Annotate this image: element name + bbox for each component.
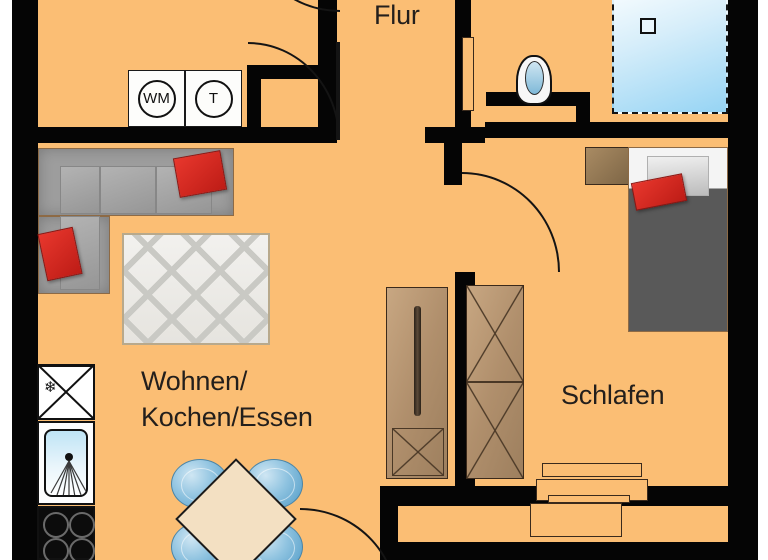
refrigerator[interactable]: ❄ xyxy=(37,364,95,420)
room-label-flur: Flur xyxy=(374,0,420,30)
shower-tray[interactable] xyxy=(612,0,728,114)
desk-top[interactable] xyxy=(542,463,642,477)
stove-burner-1 xyxy=(43,512,69,538)
washing-machine[interactable]: WM xyxy=(128,70,185,127)
dryer[interactable]: T xyxy=(185,70,242,127)
living-room-rug xyxy=(122,233,270,345)
faucet-spray-icon xyxy=(50,452,86,496)
stove-burner-2 xyxy=(69,512,95,538)
nightstand[interactable] xyxy=(585,147,629,185)
sofa-cushion-2 xyxy=(100,166,156,214)
wardrobe-right-upper xyxy=(467,286,523,382)
wall-exterior-left xyxy=(12,0,38,560)
wall-hall-stub xyxy=(444,143,462,185)
kitchen-sink[interactable] xyxy=(37,421,95,505)
stove-burner-4 xyxy=(69,538,95,560)
wardrobe-left[interactable] xyxy=(386,287,448,479)
desk-body[interactable] xyxy=(530,503,622,537)
toilet[interactable] xyxy=(516,55,552,105)
wall-vertical-lower-left xyxy=(380,486,398,560)
sofa-pillow-right xyxy=(172,150,228,198)
wardrobe-left-drawer xyxy=(392,428,444,476)
wall-exterior-right xyxy=(728,0,758,560)
wardrobe-right-lower xyxy=(467,382,523,478)
refrigerator-cross-icon xyxy=(39,366,93,418)
stove-burner-3 xyxy=(43,538,69,560)
wardrobe-clothes-rail xyxy=(414,306,421,416)
dryer-label: T xyxy=(208,90,219,107)
bathroom-radiator xyxy=(462,37,474,111)
snowflake-icon: ❄ xyxy=(44,379,57,396)
sink-basin xyxy=(44,428,88,498)
washing-machine-label: WM xyxy=(143,90,170,107)
door-leaf-hall-living xyxy=(336,42,340,140)
toilet-seat xyxy=(524,61,544,95)
wall-bottom-right-stub xyxy=(398,542,758,560)
desk-base xyxy=(548,495,630,503)
wall-horizontal-upper-mid xyxy=(425,127,485,143)
room-label-wohnen: Wohnen/ xyxy=(141,366,248,396)
kitchen-stove[interactable] xyxy=(37,506,95,560)
wall-horizontal-upper-right xyxy=(485,122,758,138)
shower-drain xyxy=(640,18,656,34)
bed-red-cushion xyxy=(630,173,688,211)
wardrobe-right[interactable] xyxy=(466,285,524,479)
room-label-schlafen: Schlafen xyxy=(561,380,665,410)
bed[interactable] xyxy=(628,147,728,332)
room-label-kochen-essen: Kochen/Essen xyxy=(141,402,313,432)
washing-machine-symbol: WM xyxy=(137,79,176,118)
dryer-symbol: T xyxy=(194,79,233,118)
sofa-cushion-1 xyxy=(60,166,100,214)
wall-bath-inner-right xyxy=(576,92,590,128)
